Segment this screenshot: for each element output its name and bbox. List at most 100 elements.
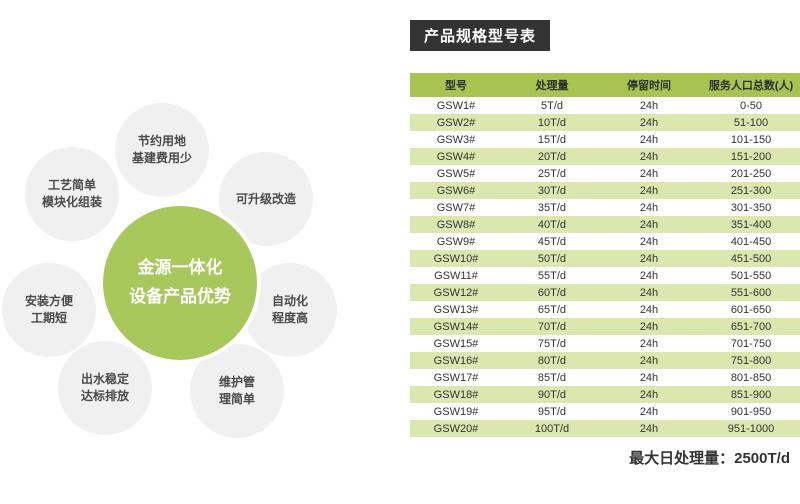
table-cell: 451-500 bbox=[730, 252, 772, 265]
table-header-row: 型号 处理量 停留时间 服务人口总数(人) bbox=[410, 73, 800, 97]
table-cell: GSW17# bbox=[433, 371, 479, 384]
table-cell: 24h bbox=[639, 167, 659, 180]
table-cell: GSW12# bbox=[433, 286, 479, 299]
table-cell: 24h bbox=[639, 371, 659, 384]
table-cell: 45T/d bbox=[537, 235, 567, 248]
table-row: GSW12# 60T/d 24h 551-600 bbox=[410, 284, 800, 301]
table-cell: 24h bbox=[639, 303, 659, 316]
table-cell: 151-200 bbox=[730, 150, 772, 163]
table-cell: 24h bbox=[639, 150, 659, 163]
table-cell: GSW18# bbox=[433, 388, 479, 401]
table-cell: GSW3# bbox=[436, 133, 476, 146]
advantage-petal: 节约用地 基建费用少 bbox=[115, 103, 209, 197]
table-row: GSW4# 20T/d 24h 151-200 bbox=[410, 148, 800, 165]
table-cell: 95T/d bbox=[537, 405, 567, 418]
advantage-petal: 自动化 程度高 bbox=[243, 263, 337, 357]
table-cell: 501-550 bbox=[730, 269, 772, 282]
table-cell: 801-850 bbox=[730, 371, 772, 384]
table-cell: 85T/d bbox=[537, 371, 567, 384]
table-cell: 201-250 bbox=[730, 167, 772, 180]
table-cell: 24h bbox=[639, 201, 659, 214]
table-cell: 24h bbox=[639, 116, 659, 129]
table-cell: 651-700 bbox=[730, 320, 772, 333]
table-cell: 90T/d bbox=[537, 388, 567, 401]
table-cell: 15T/d bbox=[537, 133, 567, 146]
table-cell: GSW2# bbox=[436, 116, 476, 129]
table-cell: 751-800 bbox=[730, 354, 772, 367]
table-cell: 0-50 bbox=[739, 99, 763, 112]
table-cell: 24h bbox=[639, 388, 659, 401]
table-cell: 50T/d bbox=[537, 252, 567, 265]
table-cell: 20T/d bbox=[537, 150, 567, 163]
table-cell: 951-1000 bbox=[727, 422, 775, 435]
table-cell: GSW7# bbox=[436, 201, 476, 214]
table-cell: 100T/d bbox=[534, 422, 570, 435]
col-header-model: 型号 bbox=[410, 73, 502, 97]
max-capacity-note: 最大日处理量：2500T/d bbox=[629, 450, 790, 467]
table-cell: 601-650 bbox=[730, 303, 772, 316]
table-cell: GSW9# bbox=[436, 235, 476, 248]
table-row: GSW9# 45T/d 24h 401-450 bbox=[410, 233, 800, 250]
table-row: GSW11# 55T/d 24h 501-550 bbox=[410, 267, 800, 284]
advantages-diagram: 节约用地 基建费用少 工艺简单 模块化组装 可升级改造 自动化 程度高 安装方便… bbox=[2, 103, 337, 438]
col-header-population: 服务人口总数(人) bbox=[696, 73, 800, 97]
table-cell: GSW8# bbox=[436, 218, 476, 231]
table-cell: 70T/d bbox=[537, 320, 567, 333]
advantage-petal: 维护管 理简单 bbox=[190, 344, 284, 438]
table-cell: 80T/d bbox=[537, 354, 567, 367]
table-cell: GSW11# bbox=[434, 269, 478, 282]
table-cell: 55T/d bbox=[537, 269, 567, 282]
table-cell: GSW1# bbox=[436, 99, 476, 112]
table-row: GSW13# 65T/d 24h 601-650 bbox=[410, 301, 800, 318]
table-cell: 851-900 bbox=[730, 388, 772, 401]
table-cell: 24h bbox=[639, 99, 659, 112]
table-cell: GSW4# bbox=[436, 150, 476, 163]
table-cell: 551-600 bbox=[730, 286, 772, 299]
col-header-capacity: 处理量 bbox=[502, 73, 602, 97]
table-cell: GSW13# bbox=[433, 303, 479, 316]
advantage-petal: 出水稳定 达标排放 bbox=[58, 341, 152, 435]
table-cell: GSW6# bbox=[436, 184, 476, 197]
table-cell: 24h bbox=[639, 235, 659, 248]
table-cell: GSW14# bbox=[433, 320, 479, 333]
table-cell: 401-450 bbox=[730, 235, 772, 248]
table-cell: 24h bbox=[639, 133, 659, 146]
table-cell: 24h bbox=[639, 405, 659, 418]
table-row: GSW19# 95T/d 24h 901-950 bbox=[410, 403, 800, 420]
table-cell: 24h bbox=[639, 422, 659, 435]
table-cell: 65T/d bbox=[537, 303, 567, 316]
table-cell: 24h bbox=[639, 218, 659, 231]
table-cell: GSW5# bbox=[436, 167, 476, 180]
advantage-petal: 安装方便 工期短 bbox=[2, 263, 96, 357]
table-cell: 24h bbox=[639, 184, 659, 197]
table-cell: 24h bbox=[639, 286, 659, 299]
table-cell: 5T/d bbox=[540, 99, 563, 112]
table-cell: 351-400 bbox=[730, 218, 772, 231]
table-cell: GSW15# bbox=[433, 337, 479, 350]
table-row: GSW17# 85T/d 24h 801-850 bbox=[410, 369, 800, 386]
table-cell: 901-950 bbox=[730, 405, 772, 418]
table-row: GSW18# 90T/d 24h 851-900 bbox=[410, 386, 800, 403]
table-cell: GSW16# bbox=[433, 354, 479, 367]
table-cell: 24h bbox=[639, 269, 659, 282]
col-header-retention: 停留时间 bbox=[602, 73, 696, 97]
table-cell: 24h bbox=[639, 337, 659, 350]
table-row: GSW1# 5T/d 24h 0-50 bbox=[410, 97, 800, 114]
table-cell: 60T/d bbox=[537, 286, 567, 299]
table-cell: 251-300 bbox=[730, 184, 772, 197]
table-cell: 24h bbox=[639, 354, 659, 367]
table-row: GSW16# 80T/d 24h 751-800 bbox=[410, 352, 800, 369]
table-cell: GSW19# bbox=[433, 405, 479, 418]
